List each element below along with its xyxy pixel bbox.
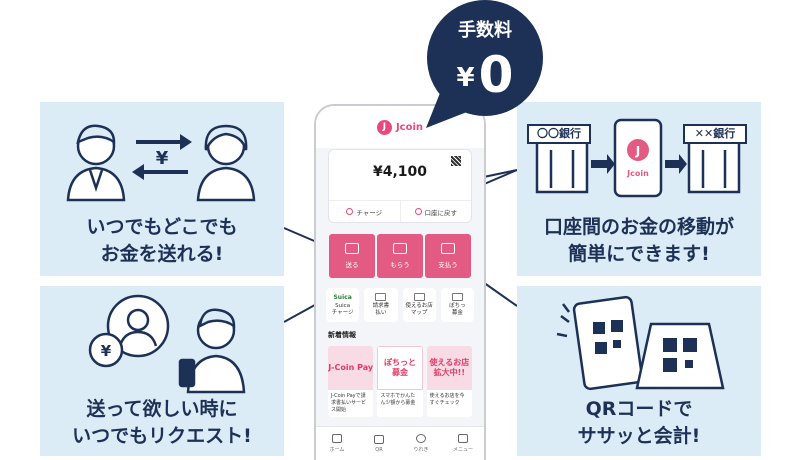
barcode-icon: [441, 243, 455, 254]
news-card[interactable]: 使えるお店 拡大中!! 使えるお店を今すぐチェック: [426, 346, 472, 417]
shortcut-invoice[interactable]: 請求書 払い: [364, 288, 398, 322]
shortcut-donation-label: ぽちっ 募金: [449, 303, 466, 316]
return-to-account-label: 口座に戻す: [424, 208, 458, 217]
panel-send-money: ¥ いつでもどこでも お金を送れる!: [40, 102, 284, 276]
tab-qr-label: QR: [375, 446, 383, 453]
receive-label: もらう: [390, 261, 410, 269]
tab-home-label: ホーム: [329, 447, 345, 453]
tab-bar: ホーム QR りれき メニュー: [316, 426, 484, 460]
fee-label: 手数料: [458, 20, 512, 41]
panel-request-money: ¥ 送って欲しい時に いつでもリクエスト!: [40, 286, 284, 456]
jcoin-logo-text: Jcoin: [626, 169, 649, 178]
phone-mockup: J Jcoin ¥4,100 チャージ 口座に戻す 送る もらう 支払う: [314, 104, 486, 460]
qr-illustration: [556, 295, 725, 391]
shortcut-store-map-label: 使えるお店 マップ: [405, 303, 433, 316]
balance-card: ¥4,100 チャージ 口座に戻す: [329, 150, 471, 222]
jcoin-logo-letter: J: [635, 144, 640, 158]
bank-icon: [414, 208, 422, 215]
shortcut-row: Suica Suica チャージ 請求書 払い 使えるお店 マップ ぽちっ 募金: [326, 288, 474, 322]
shortcut-invoice-label: 請求書 払い: [372, 303, 390, 316]
tab-home[interactable]: ホーム: [316, 427, 358, 460]
plus-icon: [346, 208, 354, 215]
send-caption-line2: お金を送れる!: [100, 243, 224, 265]
send-label: 送る: [345, 261, 359, 269]
action-row: 送る もらう 支払う: [329, 234, 471, 278]
news-text: スマホでかんたん少額から募金: [380, 393, 416, 406]
send-caption: いつでもどこでも お金を送れる!: [40, 214, 284, 268]
balance-amount: ¥4,100: [372, 164, 428, 180]
news-card[interactable]: ぽちっと 募金 スマホでかんたん少額から募金: [377, 346, 423, 417]
news-thumb: 使えるお店 拡大中!!: [426, 346, 472, 390]
bank-b-label: ✕✕銀行: [683, 124, 747, 144]
transfer-caption-line1: 口座間のお金の移動が: [543, 216, 734, 238]
fee-amount-wrap: ¥0: [420, 44, 550, 109]
qr-caption: QRコードで ササッと会計!: [517, 396, 761, 450]
tab-history-label: りれき: [413, 447, 429, 453]
clock-icon: [416, 434, 426, 443]
qr-code-icon[interactable]: [451, 156, 461, 166]
fee-bubble: [426, 0, 543, 128]
app-name: Jcoin: [395, 121, 424, 133]
fee-currency: ¥: [456, 63, 475, 93]
receive-icon: [393, 243, 407, 254]
tab-history[interactable]: りれき: [400, 427, 442, 460]
shortcut-suica-label: Suica チャージ: [331, 302, 354, 316]
yen-coin-symbol: ¥: [101, 342, 112, 360]
menu-icon: [458, 434, 468, 443]
send-caption-line1: いつでもどこでも: [86, 216, 238, 238]
news-text: J-Coin Payで請求書払いサービス開始: [331, 393, 367, 413]
shortcut-suica[interactable]: Suica Suica チャージ: [326, 288, 360, 322]
request-caption-line2: いつでもリクエスト!: [72, 425, 252, 447]
shortcut-donation[interactable]: ぽちっ 募金: [440, 288, 474, 322]
pay-label: 支払う: [438, 261, 458, 269]
request-caption-line1: 送って欲しい時に: [86, 398, 238, 420]
donation-icon: [451, 293, 463, 301]
panel-bank-transfer: J Jcoin 〇〇銀行 ✕✕銀行 口座間のお金の移動が 簡単にできます!: [517, 102, 761, 276]
balance-actions: チャージ 口座に戻す: [329, 200, 471, 222]
shortcut-store-map[interactable]: 使えるお店 マップ: [402, 288, 436, 322]
return-to-account-button[interactable]: 口座に戻す: [399, 201, 472, 222]
bank-a-label: 〇〇銀行: [527, 124, 591, 144]
charge-label: チャージ: [356, 208, 383, 217]
yen-symbol: ¥: [156, 148, 169, 169]
people-exchange-illustration: ¥: [66, 124, 256, 202]
news-text: 使えるお店を今すぐチェック: [429, 393, 465, 406]
tab-menu[interactable]: メニュー: [442, 427, 484, 460]
news-card[interactable]: J-Coin Pay J-Coin Payで請求書払いサービス開始: [328, 346, 374, 417]
send-icon: [345, 243, 359, 254]
suica-badge: Suica: [333, 293, 352, 301]
request-caption: 送って欲しい時に いつでもリクエスト!: [40, 396, 284, 450]
qr-icon: [374, 434, 384, 444]
panel-qr-payment: QRコードで ササッと会計!: [517, 286, 761, 456]
transfer-caption-line2: 簡単にできます!: [568, 243, 710, 265]
qr-caption-line1: QRコードで: [585, 398, 693, 420]
receive-button[interactable]: もらう: [377, 234, 423, 278]
fee-amount: 0: [478, 46, 514, 104]
news-row: J-Coin Pay J-Coin Payで請求書払いサービス開始 ぽちっと 募…: [328, 346, 472, 417]
invoice-icon: [375, 293, 387, 301]
bank-transfer-illustration: J Jcoin: [535, 118, 741, 198]
home-icon: [332, 434, 342, 443]
jcoin-logo-icon: J: [376, 119, 392, 135]
map-icon: [413, 293, 425, 301]
tab-qr[interactable]: QR: [358, 427, 400, 460]
news-thumb: J-Coin Pay: [328, 346, 374, 390]
transfer-caption: 口座間のお金の移動が 簡単にできます!: [517, 214, 761, 268]
tab-menu-label: メニュー: [452, 447, 473, 453]
charge-button[interactable]: チャージ: [329, 201, 400, 222]
news-heading: 新着情報: [328, 331, 356, 339]
news-thumb: ぽちっと 募金: [377, 346, 423, 390]
send-button[interactable]: 送る: [329, 234, 375, 278]
qr-caption-line2: ササッと会計!: [577, 425, 701, 447]
pay-button[interactable]: 支払う: [425, 234, 471, 278]
request-illustration: ¥: [88, 294, 246, 394]
